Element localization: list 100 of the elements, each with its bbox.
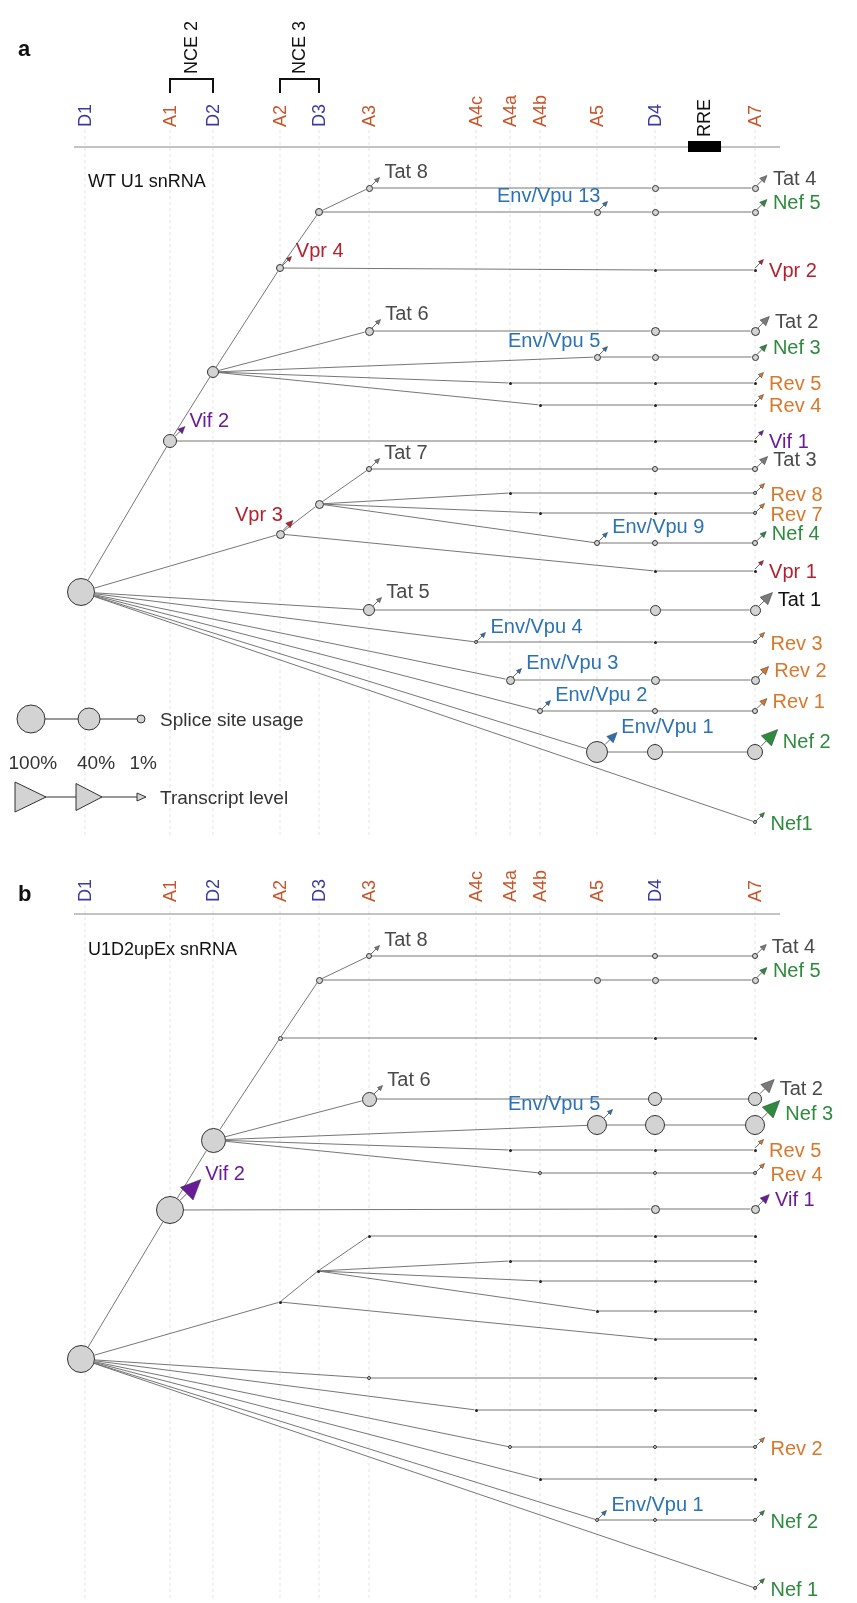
connector-line — [93, 1362, 596, 1520]
splice-site-dot — [653, 491, 657, 495]
connector-line — [514, 679, 651, 681]
transcript-label: Vpr 1 — [769, 561, 817, 581]
connector-line — [215, 270, 279, 368]
connector-line — [372, 187, 652, 189]
transcript-label: Env/Vpu 3 — [526, 651, 619, 672]
connector-line — [319, 1270, 539, 1282]
percent-label: 40% — [77, 752, 116, 772]
connector-line — [370, 1377, 654, 1379]
connector-line — [225, 1139, 509, 1151]
condition-label: WT U1 snRNA — [88, 172, 206, 190]
connector-line — [370, 1235, 654, 1237]
splice-site-dot — [753, 1408, 757, 1412]
connector-line — [656, 1037, 754, 1039]
splice-site-label: A5 — [588, 105, 606, 128]
splice-site-dot — [595, 1309, 599, 1313]
connector-line — [656, 1235, 754, 1237]
connector-line — [657, 468, 753, 470]
splice-site-circle — [651, 976, 659, 984]
connector-line — [87, 446, 167, 581]
connector-line — [662, 751, 748, 753]
connector-line — [656, 570, 754, 572]
transcript-label: Vif 1 — [769, 431, 809, 451]
splice-site-dot — [653, 511, 657, 515]
transcript-label: Tat 2 — [779, 1077, 823, 1098]
splice-site-label: D3 — [310, 879, 328, 902]
transcript-label: Nef 1 — [770, 1579, 819, 1599]
transcript-label: Env/Vpu 13 — [497, 184, 601, 205]
splice-site-label: A2 — [271, 880, 289, 903]
connector-line — [511, 1149, 654, 1151]
splice-site-dot — [753, 1259, 757, 1263]
connector-line — [656, 269, 754, 271]
splice-site-dot — [538, 511, 542, 515]
splice-site-dot — [508, 1259, 512, 1263]
connector-line — [656, 1280, 754, 1282]
connector-line — [598, 1519, 654, 1521]
splice-site-dot — [653, 1279, 657, 1283]
connector-line — [477, 1409, 654, 1411]
transcript-label: Rev 8 — [770, 484, 823, 504]
connector-line — [93, 1363, 754, 1588]
connector-line — [656, 1172, 754, 1174]
splice-site-label: A7 — [746, 880, 764, 903]
transcript-label: Rev 2 — [770, 1438, 823, 1458]
connector-line — [657, 955, 753, 957]
connector-line — [658, 187, 752, 189]
connector-line — [541, 404, 654, 406]
connector-line — [176, 1150, 207, 1199]
transcript-label: Tat 8 — [384, 928, 428, 949]
transcript-label: Rev 3 — [770, 633, 823, 653]
legend-label: Transcript level — [160, 787, 289, 807]
connector-line — [541, 512, 654, 514]
splice-site-label: D1 — [76, 104, 94, 127]
splice-site-circle — [652, 708, 658, 714]
connector-line — [173, 376, 211, 436]
percent-label: 1% — [129, 752, 157, 772]
connector-line — [94, 1361, 509, 1448]
splice-site-circle — [653, 1445, 657, 1449]
connector-line — [600, 979, 652, 981]
transcript-label: Env/Vpu 9 — [612, 515, 705, 536]
transcript-label: Env/Vpu 5 — [508, 1092, 601, 1113]
connector-line — [94, 1362, 539, 1480]
transcript-label: Vpr 2 — [769, 260, 817, 280]
splice-site-circle — [652, 953, 658, 959]
splice-site-dot — [653, 439, 657, 443]
connector-line — [373, 330, 651, 332]
connector-line — [94, 595, 538, 711]
transcript-label: Nef1 — [770, 813, 813, 833]
panel-letter: a — [18, 38, 31, 60]
connector-line — [511, 1446, 654, 1448]
splice-site-dot — [278, 1300, 282, 1304]
splice-site-dot — [653, 268, 657, 272]
connector-line — [176, 440, 654, 442]
splice-site-circle — [645, 1115, 665, 1135]
connector-line — [94, 534, 277, 589]
splice-site-label: D1 — [76, 879, 94, 902]
splice-site-dot — [653, 381, 657, 385]
transcript-label: Tat 4 — [771, 936, 816, 957]
splice-site-label: A3 — [360, 880, 378, 903]
splice-site-label: A4b — [531, 870, 549, 903]
splice-site-circle — [650, 675, 660, 685]
splice-site-label: A4c — [467, 871, 485, 903]
connector-line — [321, 956, 367, 979]
transcript-label: Rev 2 — [774, 659, 827, 680]
connector-line — [376, 1098, 649, 1100]
splice-site-dot — [753, 1279, 757, 1283]
connector-line — [541, 1478, 654, 1480]
splice-site-dot — [508, 1148, 512, 1152]
splice-site-dot — [653, 1337, 657, 1341]
connector-line — [656, 440, 754, 442]
splice-site-dot — [653, 1477, 657, 1481]
splice-site-circle — [315, 208, 323, 216]
connector-line — [224, 1100, 363, 1138]
splice-site-dot — [538, 403, 542, 407]
splice-site-dot — [653, 1376, 657, 1380]
connector-line — [607, 751, 648, 753]
connector-line — [218, 356, 594, 373]
splice-site-circle — [67, 578, 95, 606]
connector-line — [656, 1446, 754, 1448]
legend-label: Splice site usage — [160, 709, 304, 729]
